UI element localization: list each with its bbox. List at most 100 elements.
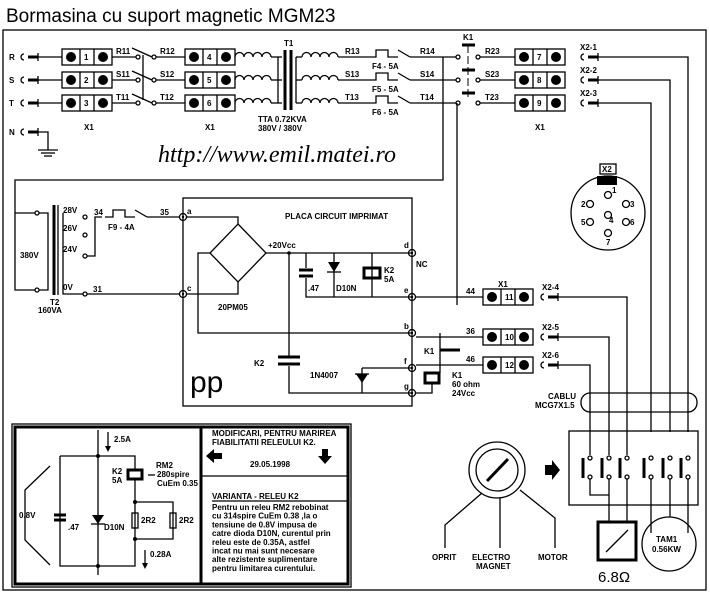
wire-label: R14 — [420, 47, 435, 56]
x2-pin-label: 6 — [630, 218, 635, 227]
x2-pin — [603, 190, 613, 200]
t2-primary-voltage: 380V — [20, 251, 39, 260]
wire — [558, 364, 591, 455]
contact — [151, 77, 157, 83]
note-line: tensiune de 0.8V impusa de — [212, 520, 317, 529]
socket-icon — [20, 128, 25, 136]
note-variant: VARIANTA - RELEU K2 — [212, 492, 299, 501]
socket-icon — [580, 53, 585, 61]
socket-icon — [540, 293, 545, 301]
note-line: alte rezistente suplimentare — [212, 555, 318, 564]
terminal-block: 8 — [514, 71, 566, 89]
breaker-contact — [134, 209, 148, 218]
terminal-block: 11 — [482, 288, 534, 306]
contact — [475, 100, 481, 106]
wire-label: 36 — [466, 327, 475, 336]
wire — [197, 252, 412, 334]
screw-icon — [221, 75, 231, 85]
wire — [598, 56, 689, 432]
pcb-title: PLACA CIRCUIT IMPRIMAT — [285, 212, 388, 221]
diode-label: D10N — [336, 284, 357, 293]
note-line: releu este de 0.35A, astfel — [212, 538, 310, 547]
wire-spec: CuEm 0.35 — [157, 479, 198, 488]
wire-label: S14 — [420, 70, 435, 79]
diode2-label: 1N4007 — [310, 371, 339, 380]
x2-pin — [621, 199, 631, 209]
contact — [475, 54, 481, 60]
contact — [475, 77, 481, 83]
wire — [444, 492, 483, 548]
x2-label-box — [599, 163, 617, 175]
plug-icon — [28, 78, 38, 82]
terminal-frame — [482, 288, 534, 306]
x2-pin — [621, 217, 631, 227]
k1-coil-label: K1 — [452, 371, 463, 380]
terminal-number: 10 — [505, 333, 514, 342]
breaker-contact — [397, 95, 411, 104]
socket-icon — [540, 333, 545, 341]
wire-label: 44 — [466, 287, 475, 296]
pcb-node — [178, 212, 188, 222]
coil-icon — [301, 51, 339, 58]
selector-switch-box — [568, 430, 699, 506]
tap-label: 0V — [63, 283, 73, 292]
socket-icon — [580, 76, 585, 84]
terminal-block: 4 — [184, 48, 236, 66]
tap-terminal — [82, 214, 88, 220]
wire — [87, 216, 102, 257]
x2-pin — [585, 217, 595, 227]
plug-icon — [28, 55, 38, 59]
wire-label: R23 — [485, 47, 500, 56]
terminal-block: 10 — [482, 328, 534, 346]
wire — [519, 489, 556, 548]
screw-icon — [98, 98, 108, 108]
terminal-frame — [482, 356, 534, 374]
fuse-label: F6 - 5A — [372, 108, 399, 117]
rotary-switch — [468, 441, 526, 499]
bridge-label: 20PM05 — [218, 303, 248, 312]
motor-power: 0.56KW — [652, 545, 681, 554]
terminal-number: 1 — [84, 53, 89, 62]
wire — [62, 213, 83, 295]
k1-ohm: 60 ohm — [452, 380, 480, 389]
x2-pin-label: 1 — [612, 186, 617, 195]
terminal-frame — [482, 328, 534, 346]
tap-terminal — [82, 232, 88, 238]
socket-icon — [20, 99, 25, 107]
wire — [558, 336, 610, 455]
diode-icon — [92, 515, 104, 524]
fuse-icon — [368, 95, 398, 104]
resistor-label: 2R2 — [141, 516, 156, 525]
tap-terminal — [82, 291, 88, 297]
label-electro: ELECTRO — [472, 553, 510, 562]
screw-icon — [519, 360, 529, 370]
t1-type: TTA 0.72KVA — [258, 115, 307, 124]
pcb-node-label: a — [187, 207, 192, 216]
terminal-block: 1 — [61, 48, 113, 66]
screw-icon — [189, 52, 199, 62]
wire — [589, 479, 609, 496]
terminal-block: 12 — [482, 356, 534, 374]
page-title: Bormasina cu suport magnetic MGM23 — [6, 6, 335, 27]
plug-icon — [28, 101, 38, 105]
coil-icon — [301, 97, 339, 104]
socket-icon — [540, 361, 545, 369]
wire — [598, 102, 652, 432]
contact — [455, 54, 461, 60]
x2-key — [597, 176, 617, 185]
note-line: incat nu mai sunt necesare — [212, 547, 315, 556]
screw-icon — [551, 75, 561, 85]
pcb-node-label: d — [404, 241, 409, 250]
arrow-down-icon — [318, 449, 332, 464]
pcb-node — [178, 289, 188, 299]
motor-icon — [641, 516, 697, 572]
resistor-icon — [131, 512, 139, 529]
relay-coil-icon — [126, 468, 144, 481]
wire-label: R12 — [160, 47, 175, 56]
screw-icon — [66, 52, 76, 62]
current-in: 2.5A — [114, 435, 131, 444]
x1-label: X1 — [498, 280, 508, 289]
terminal-number: 4 — [207, 53, 212, 62]
